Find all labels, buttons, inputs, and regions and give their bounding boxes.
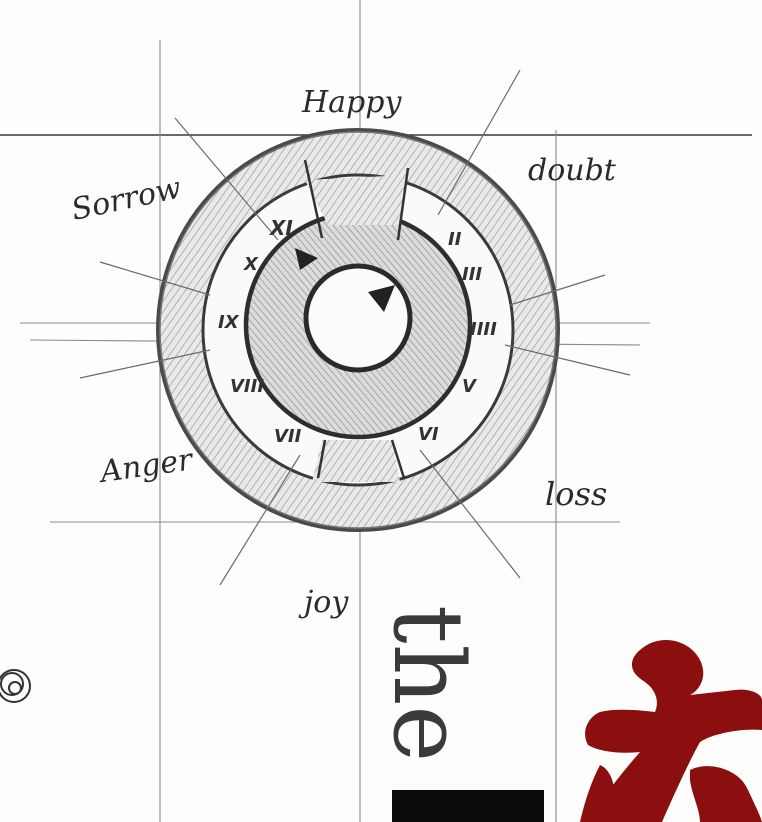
scribble-mark bbox=[0, 670, 30, 702]
label-joy: joy bbox=[298, 585, 349, 620]
numeral-label: V bbox=[462, 376, 478, 397]
numeral-label: III bbox=[462, 264, 482, 285]
red-brush-mark bbox=[580, 640, 762, 822]
label-doubt: doubt bbox=[528, 153, 617, 188]
numeral-label: VIII bbox=[230, 376, 264, 397]
numeral-label: IX bbox=[218, 312, 240, 333]
numeral-label: XI bbox=[268, 216, 293, 240]
label-anger: Anger bbox=[95, 442, 196, 490]
label-sorrow: Sorrow bbox=[68, 170, 184, 227]
numeral-label: X bbox=[243, 254, 259, 275]
numeral-label: VI bbox=[418, 424, 439, 445]
label-happy: Happy bbox=[301, 85, 402, 120]
title-word: the bbox=[372, 605, 484, 762]
numeral-label: VII bbox=[274, 426, 302, 447]
center-hole bbox=[306, 266, 410, 370]
numeral-label: IIII bbox=[470, 319, 497, 340]
numeral-label: II bbox=[448, 229, 462, 250]
title-bar-mark bbox=[392, 790, 544, 822]
label-loss: loss bbox=[545, 475, 607, 513]
